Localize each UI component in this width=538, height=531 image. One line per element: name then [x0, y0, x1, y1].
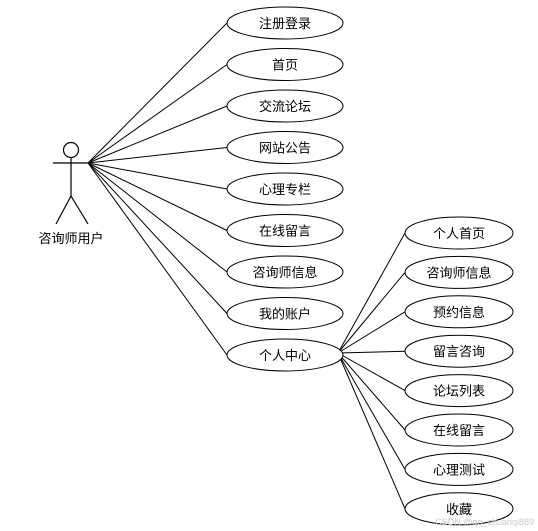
sub-use-case-ellipse	[404, 216, 514, 250]
include-association-line	[337, 352, 406, 431]
sub-use-case-node: 收藏	[404, 492, 514, 526]
use-case-label: 在线留言	[259, 225, 311, 240]
sub-use-case-node: 咨询师信息	[404, 255, 514, 289]
sub-use-case-label: 心理测试	[433, 463, 485, 478]
include-association-line	[337, 350, 406, 354]
include-association-line	[337, 232, 406, 354]
sub-use-case-ellipse	[404, 255, 514, 289]
actor-head	[62, 141, 80, 159]
use-case-ellipse	[226, 214, 344, 247]
sub-use-case-ellipse	[404, 295, 514, 329]
use-case-ellipse	[226, 131, 344, 164]
use-case-label: 个人中心	[259, 349, 311, 364]
use-case-ellipse	[226, 297, 344, 330]
use-case-label: 网站公告	[259, 142, 311, 157]
actor-association-line	[87, 105, 228, 164]
use-case-label: 我的账户	[259, 307, 311, 323]
sub-use-case-node: 预约信息	[404, 295, 514, 329]
actor-association-line	[87, 162, 228, 231]
use-case-label: 注册登录	[259, 17, 311, 32]
use-case-ellipse	[226, 338, 344, 372]
sub-use-case-ellipse	[404, 413, 514, 447]
use-case-node: 咨询师信息	[226, 255, 344, 289]
sub-use-case-ellipse	[404, 334, 514, 368]
actor-label: 咨询师用户	[38, 231, 103, 247]
sub-use-case-node: 个人首页	[404, 216, 514, 250]
use-case-label: 心理专栏	[259, 183, 311, 198]
include-association-line	[337, 352, 406, 392]
include-association-line	[337, 352, 406, 470]
use-case-node: 个人中心	[226, 338, 344, 372]
use-case-node: 交流论坛	[226, 89, 344, 123]
include-association-line	[337, 272, 406, 354]
actor-association-line	[87, 162, 228, 190]
actor-figure: 咨询师用户	[38, 141, 104, 247]
sub-use-case-node: 心理测试	[404, 452, 514, 486]
sub-use-case-label: 咨询师信息	[426, 265, 491, 281]
use-case-ellipse	[226, 6, 344, 40]
use-case-ellipse	[226, 255, 344, 289]
sub-use-case-label: 在线留言	[433, 424, 485, 439]
actor-association-line	[87, 162, 228, 356]
sub-use-case-ellipse	[404, 492, 514, 526]
sub-use-case-label: 论坛列表	[433, 385, 485, 400]
sub-use-case-label: 收藏	[446, 503, 472, 518]
use-case-node: 注册登录	[226, 6, 344, 40]
use-case-node: 心理专栏	[226, 172, 344, 206]
include-association-line	[337, 352, 406, 509]
use-case-ellipse	[226, 89, 344, 123]
watermark: CSDN @qq_chuanqi889	[435, 517, 534, 527]
sub-use-case-ellipse	[404, 452, 514, 486]
use-case-label: 咨询师信息	[252, 265, 317, 281]
actor-association-line	[87, 22, 228, 164]
use-case-ellipse	[226, 48, 344, 81]
sub-use-case-label: 预约信息	[433, 305, 485, 321]
actor-right-leg	[70, 195, 89, 225]
sub-use-case-label: 留言咨询	[433, 345, 485, 360]
use-case-label: 交流论坛	[259, 99, 311, 115]
sub-use-case-label: 个人首页	[433, 227, 485, 242]
actor-association-line	[87, 162, 228, 273]
use-case-node: 首页	[226, 48, 344, 81]
use-case-node: 在线留言	[226, 214, 344, 247]
sub-use-case-node: 留言咨询	[404, 334, 514, 368]
actor-association-line	[87, 64, 228, 164]
association-lines	[87, 22, 406, 509]
actor-left-leg	[55, 195, 72, 225]
sub-use-case-node: 论坛列表	[404, 374, 514, 408]
actor-association-line	[87, 162, 228, 314]
use-case-label: 首页	[272, 59, 298, 74]
use-case-node: 我的账户	[226, 297, 344, 330]
include-association-line	[337, 311, 406, 354]
actor-association-line	[87, 147, 228, 164]
sub-use-case-ellipse	[404, 374, 514, 408]
use-case-node: 网站公告	[226, 131, 344, 164]
use-case-ellipse	[226, 172, 344, 206]
sub-use-case-node: 在线留言	[404, 413, 514, 447]
